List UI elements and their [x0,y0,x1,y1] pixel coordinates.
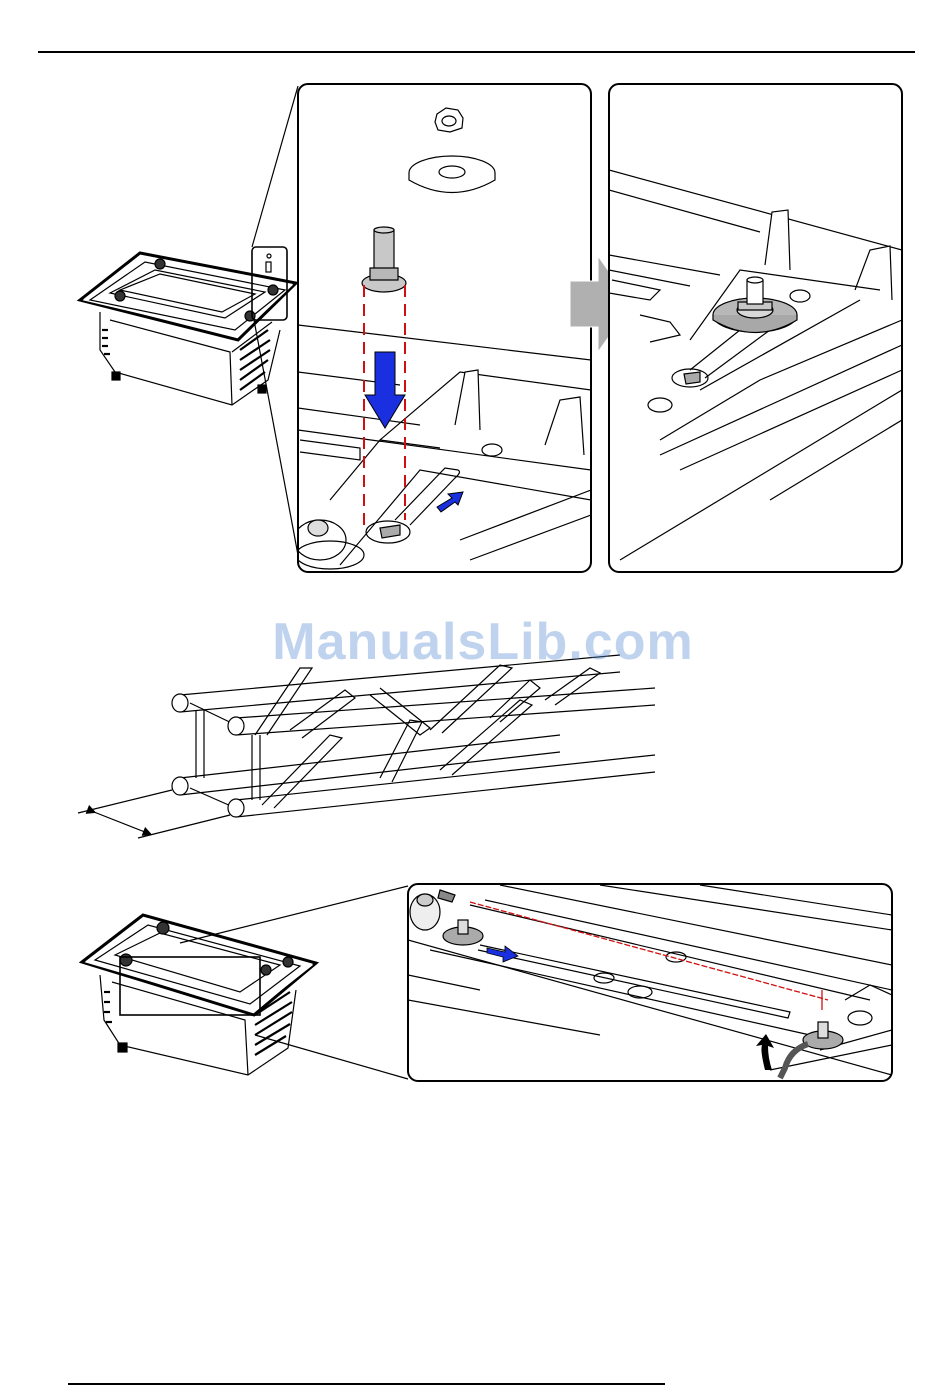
watermark: ManualsLib.com [0,612,950,672]
projector-overview-top [80,86,298,555]
dimension-marker [78,790,230,838]
step2-detail-panel [609,84,902,572]
step1-detail-panel [294,84,591,572]
projector-overview-bottom [82,886,408,1079]
truss-beam-illustration [78,655,655,838]
footer-rule [68,1383,665,1385]
step3-detail-panel [408,884,892,1081]
